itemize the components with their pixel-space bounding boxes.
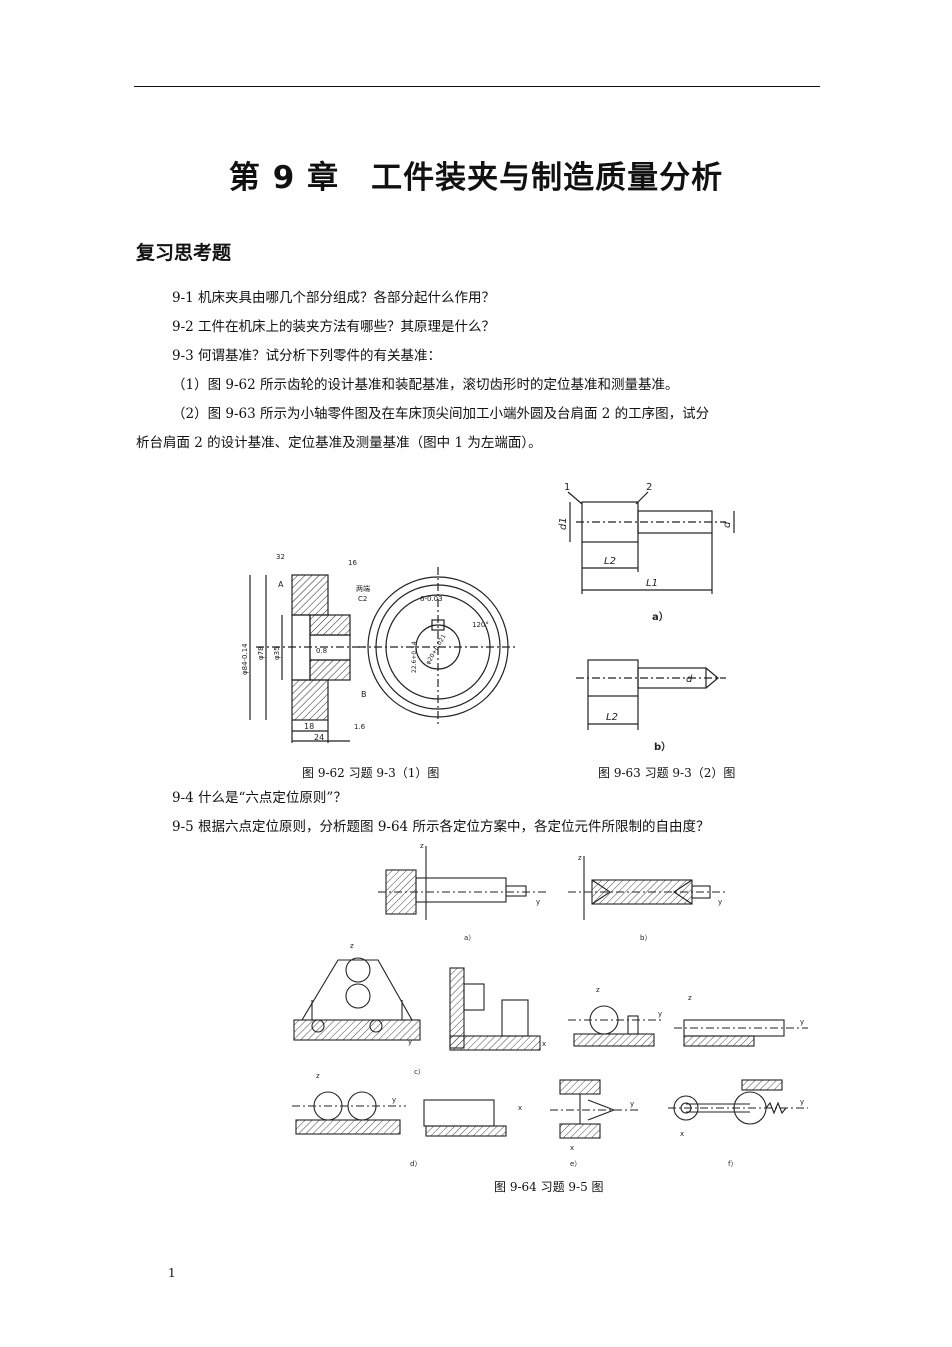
svg-text:z: z [316,1072,320,1080]
label-sub-d: d） [410,1160,421,1168]
label-chamfer: 两端 [356,584,370,593]
svg-text:y: y [536,898,540,906]
label-dia-in: φ20+0.021 [425,633,448,666]
svg-text:z: z [578,854,582,862]
scheme-b: z y b） [568,854,728,942]
label-angle: 120° [472,621,489,629]
label-sub-f: f） [728,1160,737,1168]
label-sub-b: b） [640,934,651,942]
label-r16: 1.6 [354,723,366,731]
question-9-3-part2-line2: 析台肩面 2 的设计基准、定位基准及测量基准（图中 1 为左端面）。 [136,435,542,451]
figure-9-64-schemes: z y a） z y b） z y x c） z [292,842,808,1168]
label-dia-hub: φ78 [257,646,265,660]
label-d1: d1 [558,517,569,530]
figure-9-62-gear: 18 24 φ84-0.14 φ78 φ35 0.8 32 16 两端 C2 A… [241,553,518,743]
scheme-a: z y a） [378,842,548,942]
svg-text:z: z [420,842,424,850]
figure-9-63-shaft: 1 2 d1 d L2 L1 a） L2 d b） [558,482,735,753]
label-L1: L1 [646,578,658,589]
scheme-d: z y x d） [292,1072,522,1168]
label-sub-a: a） [464,934,475,942]
svg-text:y: y [408,1038,412,1046]
label-sub-e: e） [570,1160,581,1168]
scheme-e: y x e） [550,1079,638,1168]
svg-text:x: x [680,1130,684,1138]
label-sub-a: a） [652,610,669,623]
svg-text:y: y [800,1098,804,1106]
svg-text:x: x [570,1144,574,1152]
question-9-3: 9-3 何谓基准？试分析下列零件的有关基准： [172,348,442,364]
label-key: 6-0.03 [420,595,443,603]
figure-9-64-caption: 图 9-64 习题 9-5 图 [494,1180,604,1194]
label-n1: 1 [564,482,570,493]
svg-text:y: y [718,898,722,906]
header-rule [134,86,820,87]
question-9-3-part2-line1: （2）图 9-63 所示为小轴零件图及在车床顶尖间加工小端外圆及台肩面 2 的工… [172,406,710,422]
question-9-5: 9-5 根据六点定位原则，分析题图 9-64 所示各定位方案中，各定位元件所限制… [172,819,710,835]
scheme-c: z y x c） [293,942,546,1076]
question-9-1: 9-1 机床夹具由哪几个部分组成？各部分起什么作用？ [172,290,496,306]
label-rough1: 32 [276,553,285,561]
svg-text:y: y [800,1018,804,1026]
label-w24: 24 [314,733,324,742]
section-title: 复习思考题 [136,242,232,264]
label-rough2: 16 [348,559,357,567]
label-sub-c: c） [414,1068,425,1076]
label-key-depth: 22.6+0.14 [411,641,418,673]
svg-text:y: y [658,1010,662,1018]
figure-9-63-caption: 图 9-63 习题 9-3（2）图 [598,766,736,780]
svg-text:z: z [350,942,354,950]
svg-text:y: y [392,1096,396,1104]
label-dia-bore: φ35 [273,646,281,660]
question-9-4: 9-4 什么是“六点定位原则”？ [172,790,347,806]
label-pointB: B [361,690,367,699]
svg-text:z: z [688,994,692,1002]
label-db: d [686,674,693,685]
svg-text:x: x [542,1040,546,1048]
page-number: 1 [168,1266,176,1280]
question-9-3-part1: （1）图 9-62 所示齿轮的设计基准和装配基准，滚切齿形时的定位基准和测量基准… [172,377,679,393]
svg-text:x: x [518,1104,522,1112]
scheme-f: y x f） [668,1079,808,1168]
label-r08: 0.8 [316,647,327,655]
label-L2b: L2 [606,712,618,723]
question-9-2: 9-2 工件在机床上的装夹方法有哪些？其原理是什么？ [172,319,496,335]
label-w18: 18 [304,722,314,731]
chapter-title: 第 9 章 工件装夹与制造质量分析 [228,160,724,196]
svg-text:y: y [630,1100,634,1108]
label-n2: 2 [646,482,652,493]
label-chamfer2: C2 [358,595,367,603]
figure-9-62-caption: 图 9-62 习题 9-3（1）图 [302,766,440,780]
label-d: d [722,521,733,528]
label-dia-out: φ84-0.14 [241,643,249,675]
svg-text:z: z [596,986,600,994]
label-L2: L2 [604,556,616,567]
label-sub-b: b） [654,740,671,753]
label-pointA: A [278,580,284,589]
